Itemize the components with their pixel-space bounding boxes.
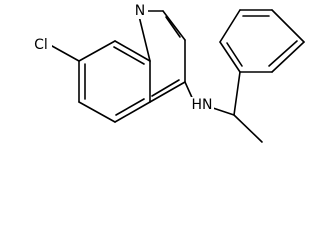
molecule-structure: N Cl HN [30, 3, 305, 143]
chlorine-label: Cl [34, 37, 48, 53]
bond-c6-c5 [78, 101, 116, 123]
bond-ph2-ph3 [271, 41, 305, 73]
bond-ph2-ph3-inner [268, 40, 298, 67]
bond-c2-c3 [162, 10, 186, 41]
bond-c8-c7 [78, 40, 116, 62]
bond-c7-cl [51, 45, 80, 62]
bond-ch-ph [233, 71, 241, 116]
atom-labels: N Cl HN [30, 3, 214, 113]
bond-c8a-c8-inner [113, 46, 145, 65]
bond-c4-c4a-inner [151, 79, 180, 97]
bond-c4-c4a [149, 81, 186, 103]
bond-ch-ch3 [233, 114, 263, 143]
nitrogen-label: N [135, 3, 145, 19]
bond-c5-c4a [114, 101, 151, 123]
bond-c8a-c8 [114, 40, 151, 62]
amine-label: HN [192, 97, 213, 113]
bond-c8a-n1 [138, 15, 151, 62]
bond-c2-c3-inner [165, 16, 181, 38]
bond-c5-c4a-inner [115, 98, 145, 116]
bond-ph5-ph6 [219, 9, 241, 43]
bond-ph6-ph1 [219, 41, 241, 73]
bonds [51, 9, 305, 143]
bond-ph3-ph4 [271, 9, 305, 43]
bond-ph6-ph1-inner [226, 42, 243, 67]
